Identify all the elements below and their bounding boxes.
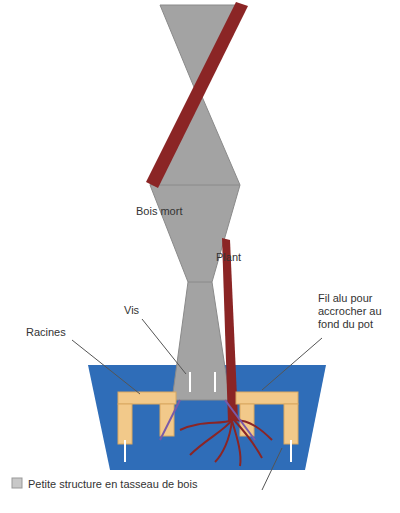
icon	[12, 478, 22, 488]
plant-stem	[146, 2, 248, 188]
wood-structure	[118, 392, 298, 444]
screw	[125, 372, 291, 462]
roots	[180, 420, 272, 466]
caption-label: Petite structure en tasseau de bois	[28, 478, 258, 491]
part-label: Vis	[124, 304, 164, 317]
part-label: Plant	[216, 251, 266, 264]
alu-wire	[160, 400, 255, 440]
part-label: Racines	[26, 326, 86, 339]
part-label: Fil alu pour accrocher au fond du pot	[318, 292, 394, 331]
part-label: Bois mort	[136, 205, 206, 218]
leader-line	[72, 319, 322, 490]
